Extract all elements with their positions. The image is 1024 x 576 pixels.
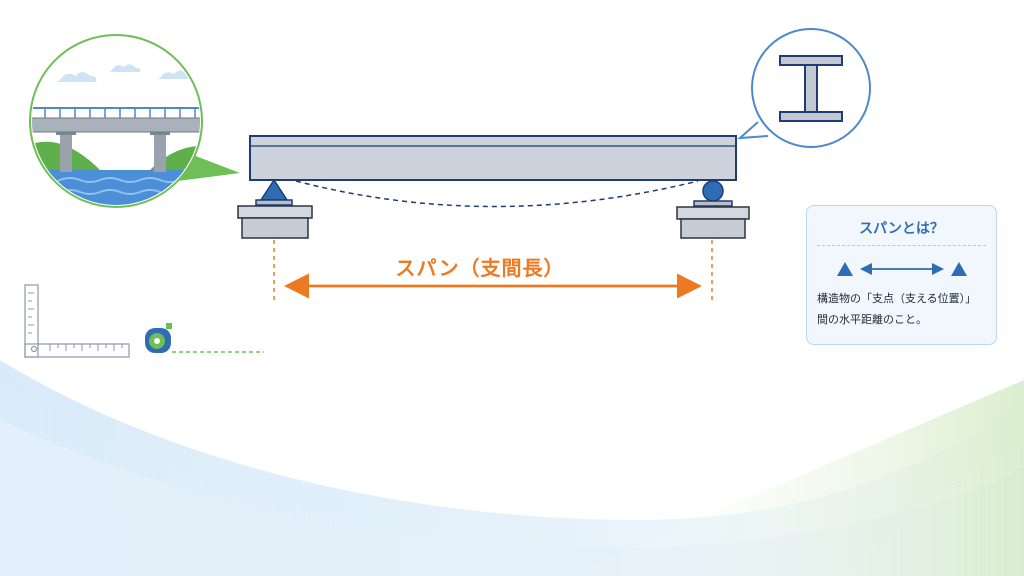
span-arrow-icon xyxy=(837,262,967,276)
tape-measure-icon xyxy=(145,323,264,353)
beam xyxy=(249,135,737,181)
span-label: スパン（支間長） xyxy=(395,256,565,280)
info-title: スパンとは？ xyxy=(859,221,944,237)
span-dimension xyxy=(273,240,713,300)
info-body: 構造物の「支点（支える位置）」 間の水平距離のこと。 xyxy=(817,288,992,330)
background-waves xyxy=(0,360,1024,576)
info-divider xyxy=(817,245,986,246)
info-body-line2: 間の水平距離のこと。 xyxy=(817,313,927,326)
i-beam-icon xyxy=(737,28,871,148)
info-box: スパンとは？ 構造物の「支点（支える位置）」 間の水平距離のこと。 xyxy=(806,205,997,345)
bridge-scene-icon xyxy=(29,34,240,208)
deflection-curve xyxy=(295,180,699,208)
pin-support-icon xyxy=(237,178,313,239)
carpenter-square-icon xyxy=(24,284,130,358)
info-body-line1: 構造物の「支点（支える位置）」 xyxy=(817,292,977,305)
roller-support-icon xyxy=(676,180,750,239)
